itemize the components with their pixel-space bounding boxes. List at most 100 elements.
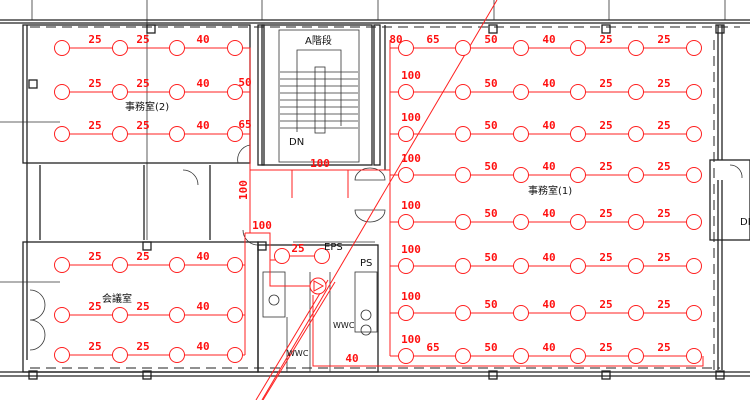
pipe-size-label: 50 xyxy=(484,298,497,311)
pipe-size-label: 25 xyxy=(291,242,304,255)
pipe-size-labels: 25 25 40 25 25 40 50 25 25 40 65 25 25 40 25 25 40 25 25 40… xyxy=(88,33,670,365)
sprinkler-head-icon xyxy=(227,257,243,273)
pipe-size-label: 100 xyxy=(237,180,250,200)
pipe-size-label: 40 xyxy=(196,250,209,263)
room-label-wc-1: WWC xyxy=(333,321,355,330)
pipe-size-label: 25 xyxy=(599,341,612,354)
sprinkler-head-icon xyxy=(227,347,243,363)
pipe-size-label: 40 xyxy=(542,298,555,311)
pipe-size-label: 25 xyxy=(599,160,612,173)
sprinkler-head-icon xyxy=(686,348,702,364)
sprinkler-head-icon xyxy=(169,257,185,273)
pipe-size-label: 40 xyxy=(542,207,555,220)
sprinkler-head-icon xyxy=(227,307,243,323)
pipe-size-label: 25 xyxy=(657,341,670,354)
pipe-size-label: 25 xyxy=(136,77,149,90)
pipe-size-label: 40 xyxy=(196,33,209,46)
sprinkler-head-icon xyxy=(227,40,243,56)
sprinkler-head-icon xyxy=(398,214,414,230)
pipe-size-label: 25 xyxy=(136,250,149,263)
sprinkler-head-icon xyxy=(455,84,471,100)
pipe-size-label: 25 xyxy=(657,119,670,132)
sprinkler-head-icon xyxy=(398,258,414,274)
sprinkler-head-icon xyxy=(455,126,471,142)
sprinkler-head-icon xyxy=(398,84,414,100)
sprinkler-head-icon xyxy=(686,167,702,183)
pipe-size-label: 100 xyxy=(401,333,421,346)
pipe-size-label: 100 xyxy=(401,111,421,124)
room-label-meeting: 会議室 xyxy=(102,292,132,305)
pipe-size-label: 50 xyxy=(484,251,497,264)
sprinkler-head-icon xyxy=(686,126,702,142)
pipe-size-label: 25 xyxy=(88,250,101,263)
sprinkler-head-icon xyxy=(227,126,243,142)
sprinkler-head-icon xyxy=(628,40,644,56)
pipe-size-label: 80 xyxy=(389,33,402,46)
building-walls xyxy=(0,19,750,380)
pipe-size-label: 40 xyxy=(196,77,209,90)
pipe-size-label: 50 xyxy=(484,207,497,220)
pipe-size-label: 25 xyxy=(599,251,612,264)
room-label-office-1: 事務室(1) xyxy=(528,184,572,197)
sprinkler-head-icon xyxy=(112,307,128,323)
pipe-size-label: 25 xyxy=(88,77,101,90)
pipe-size-label: 100 xyxy=(401,69,421,82)
sprinkler-head-icon xyxy=(455,214,471,230)
sprinkler-head-icon xyxy=(398,348,414,364)
sprinkler-head-icon xyxy=(169,307,185,323)
stair-down-label: DN xyxy=(289,137,304,148)
sprinkler-head-icon xyxy=(455,305,471,321)
sprinkler-head-icon xyxy=(628,167,644,183)
pipe-size-label: 40 xyxy=(196,300,209,313)
sprinkler-head-icon xyxy=(570,126,586,142)
sprinkler-head-icon xyxy=(398,167,414,183)
room-label-wc-2: WWC xyxy=(287,349,309,358)
sprinkler-head-icon xyxy=(628,258,644,274)
sprinkler-head-icon xyxy=(54,257,70,273)
sprinkler-head-icon xyxy=(398,126,414,142)
pipe-size-label: 25 xyxy=(599,207,612,220)
sprinkler-head-icon xyxy=(628,348,644,364)
sprinkler-head-icon xyxy=(628,126,644,142)
pipe-size-label: 25 xyxy=(136,119,149,132)
room-label-eps: EPS xyxy=(324,242,343,253)
sprinkler-head-icon xyxy=(112,347,128,363)
sprinkler-head-icon xyxy=(398,40,414,56)
pipe-size-label: 50 xyxy=(484,77,497,90)
sprinkler-head-icon xyxy=(570,258,586,274)
sprinkler-head-icon xyxy=(570,40,586,56)
pipe-size-label: 65 xyxy=(426,341,439,354)
pipe-size-label: 25 xyxy=(657,251,670,264)
pipe-size-label: 100 xyxy=(401,199,421,212)
sprinkler-head-icon xyxy=(686,84,702,100)
pipe-size-label: 25 xyxy=(88,119,101,132)
sprinkler-head-icon xyxy=(112,257,128,273)
sprinkler-head-icon xyxy=(628,214,644,230)
pipe-size-label: 100 xyxy=(401,290,421,303)
sprinkler-head-icon xyxy=(112,40,128,56)
sprinkler-head-icon xyxy=(686,258,702,274)
sprinkler-head-icon xyxy=(54,347,70,363)
sprinkler-head-icon xyxy=(628,84,644,100)
sprinkler-head-icon xyxy=(513,305,529,321)
pipe-size-label: 40 xyxy=(542,33,555,46)
stair-down-label-2: DN xyxy=(740,217,750,228)
grid-lines xyxy=(31,0,726,240)
sprinkler-head-icon xyxy=(628,305,644,321)
sprinkler-head-icon xyxy=(54,84,70,100)
pipe-size-label: 25 xyxy=(88,340,101,353)
pipe-size-label: 25 xyxy=(657,207,670,220)
pipe-size-label: 25 xyxy=(657,298,670,311)
sprinkler-head-icon xyxy=(455,348,471,364)
pipe-size-label: 40 xyxy=(542,77,555,90)
room-label-stair: A階段 xyxy=(305,34,332,47)
sprinkler-head-icon xyxy=(54,307,70,323)
sprinkler-head-icon xyxy=(570,167,586,183)
sprinkler-head-icon xyxy=(513,348,529,364)
sprinkler-head-icon xyxy=(398,305,414,321)
pipe-size-label: 25 xyxy=(657,77,670,90)
pipe-size-label: 25 xyxy=(599,77,612,90)
sprinkler-head-icon xyxy=(513,40,529,56)
sprinkler-head-icon xyxy=(455,40,471,56)
